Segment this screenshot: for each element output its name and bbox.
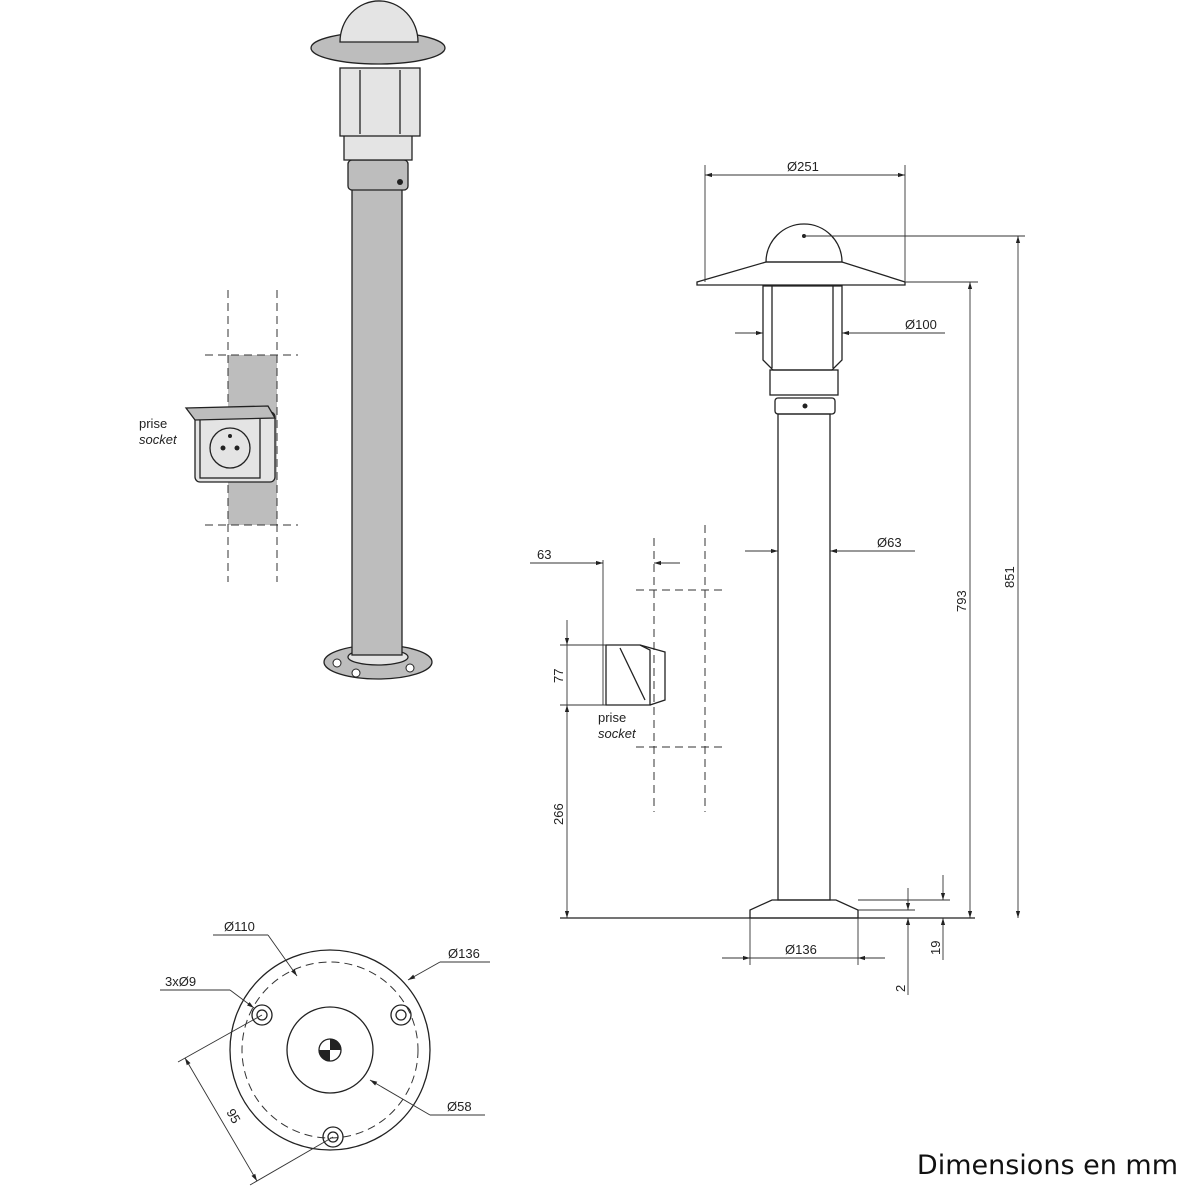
dim-58: Ø58: [447, 1099, 472, 1114]
base-plan-view: Ø110 Ø136 3xØ9 Ø58 95: [160, 919, 490, 1186]
dimensions-elevation: Ø251 Ø100 Ø63 793 851 63 77 266 Ø136 19: [530, 159, 1025, 995]
dim-95: 95: [223, 1106, 243, 1126]
dim-63-pole: Ø63: [877, 535, 902, 550]
dim-holes: 3xØ9: [165, 974, 196, 989]
lamp-perspective-view: [310, 0, 446, 680]
dim-136-base: Ø136: [785, 942, 817, 957]
dim-793: 793: [954, 590, 969, 612]
dim-63-socket: 63: [537, 547, 551, 562]
dim-251: Ø251: [787, 159, 819, 174]
dim-851: 851: [1002, 566, 1017, 588]
dim-100: Ø100: [905, 317, 937, 332]
dim-136-plan: Ø136: [448, 946, 480, 961]
dim-110: Ø110: [224, 919, 255, 934]
dim-2: 2: [893, 985, 908, 992]
socket-detail-right: prise socket: [598, 525, 722, 812]
socket-label-fr: prise: [139, 416, 167, 431]
dim-266: 266: [551, 803, 566, 825]
lamp-elevation-view: [560, 223, 975, 919]
dim-19: 19: [928, 941, 943, 955]
socket-label-fr: prise: [598, 710, 626, 725]
socket-label-en: socket: [598, 726, 637, 741]
socket-detail-left: prise socket: [139, 290, 298, 582]
dim-77: 77: [551, 669, 566, 683]
socket-label-en: socket: [139, 432, 178, 447]
units-note: Dimensions en mm: [917, 1150, 1178, 1181]
